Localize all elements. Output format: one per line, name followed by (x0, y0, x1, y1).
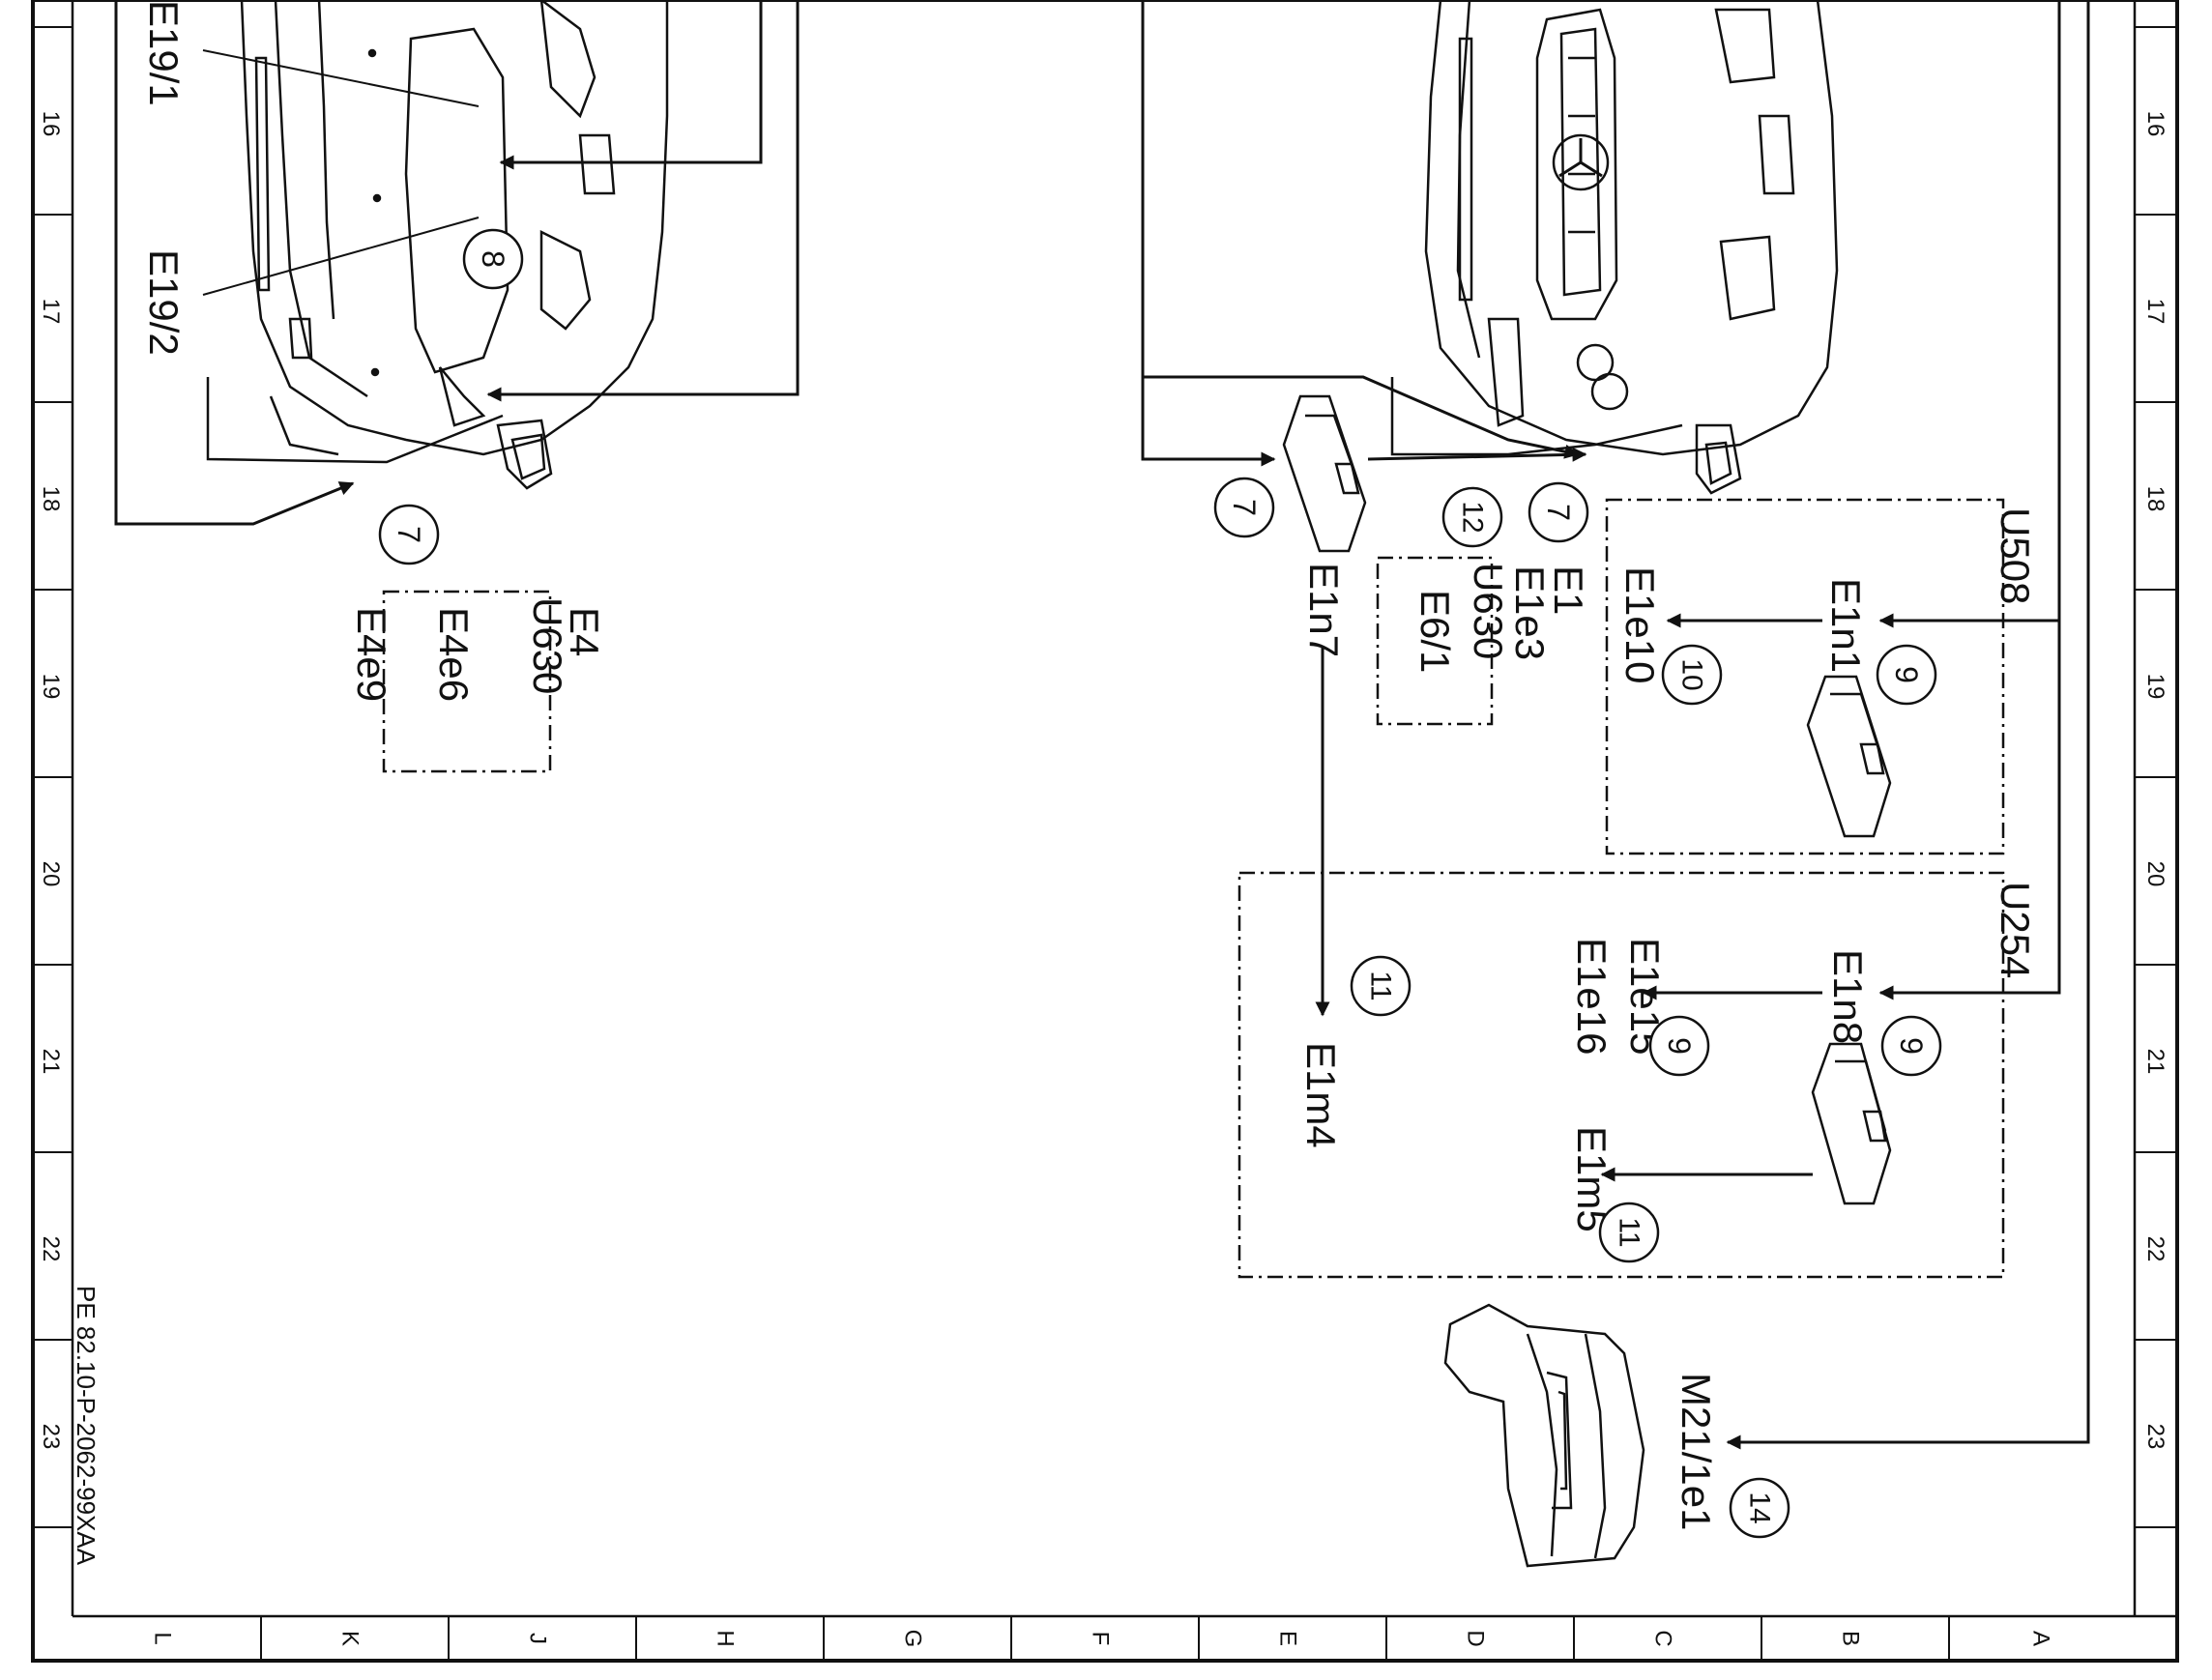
grid-number-left: 22 (38, 1236, 64, 1262)
grid-letter: L (150, 1632, 176, 1644)
label-e4e6: E4e6 (431, 607, 477, 702)
callout-10: 10 (1661, 644, 1723, 706)
callout-11-a: 11 (1350, 955, 1412, 1017)
grid-letter: D (1463, 1630, 1489, 1646)
grid-number-right: 20 (2142, 861, 2168, 887)
svg-text:8: 8 (476, 250, 510, 268)
grid-letter: H (713, 1630, 739, 1646)
grid-number-right: 22 (2142, 1236, 2168, 1262)
callout-9-b: 9 (1880, 1015, 1942, 1077)
vehicle-front-drawing (1390, 0, 1839, 495)
grid-letter: F (1088, 1632, 1114, 1646)
svg-text:9: 9 (1894, 1037, 1929, 1055)
callout-9-a: 9 (1876, 644, 1937, 706)
u630-box-right (1376, 556, 1494, 726)
label-e1e10: E1e10 (1617, 566, 1663, 683)
left-view-labels: E19/1 E19/2 8 7 E4 U630 E4e6 E4e9 (141, 0, 607, 773)
svg-text:10: 10 (1676, 658, 1708, 690)
callout-7-b: 7 (1528, 481, 1589, 543)
grid-letter: G (900, 1630, 926, 1648)
label-m21-1e1: M21/1e1 (1674, 1373, 1719, 1530)
label-u630-left: U630 (525, 597, 570, 694)
grid-number-left: 17 (38, 299, 64, 325)
svg-text:14: 14 (1744, 1492, 1776, 1523)
right-view-wiring (1141, 0, 2090, 1450)
callout-7-a: 7 (1213, 477, 1275, 538)
callout-9-c: 9 (1648, 1015, 1710, 1077)
grid-letter: K (337, 1631, 364, 1646)
grid-number-right: 17 (2142, 299, 2168, 325)
label-e1e3: E1e3 (1507, 565, 1553, 660)
svg-text:9: 9 (1889, 666, 1924, 683)
grid-number-right: 18 (2142, 486, 2168, 512)
label-u254: U254 (1993, 882, 2038, 978)
svg-text:7: 7 (392, 526, 426, 543)
label-e1n1: E1n1 (1823, 578, 1869, 673)
grid-letter: C (1650, 1630, 1676, 1646)
label-u508: U508 (1993, 507, 2038, 604)
label-e1e16: E1e16 (1569, 938, 1615, 1055)
connector-e1n1 (1806, 675, 1892, 838)
label-u630-right: U630 (1466, 563, 1511, 659)
grid-number-left: 23 (38, 1424, 64, 1450)
seat-heater-m21-1e1 (1443, 1303, 1645, 1568)
callout-14: 14 (1729, 1477, 1790, 1539)
label-e4: E4 (562, 607, 607, 656)
callout-11-b: 11 (1598, 1202, 1660, 1263)
u630-box-left (382, 590, 552, 773)
grid-number-left: 18 (38, 486, 64, 512)
grid-letter: A (2028, 1631, 2054, 1646)
svg-text:7: 7 (1541, 504, 1576, 521)
grid-number-left: 20 (38, 861, 64, 887)
grid-letter: E (1275, 1631, 1301, 1646)
label-e19-1: E19/1 (141, 0, 187, 106)
label-e1m4: E1m4 (1298, 1042, 1344, 1148)
grid-number-left: 19 (38, 674, 64, 700)
svg-text:11: 11 (1614, 1217, 1645, 1247)
grid-number-right: 23 (2142, 1424, 2168, 1450)
svg-text:12: 12 (1457, 501, 1489, 533)
label-e19-2: E19/2 (141, 249, 187, 356)
grid-number-left: 16 (38, 111, 64, 137)
svg-text:11: 11 (1365, 970, 1397, 1000)
label-e6-1: E6/1 (1412, 590, 1458, 673)
svg-text:7: 7 (1227, 499, 1262, 516)
grid-letter: J (525, 1633, 551, 1644)
grid-number-right: 19 (2142, 674, 2168, 700)
left-view-wiring (114, 0, 800, 526)
u508-box (1605, 498, 2005, 855)
label-e1n7: E1n7 (1301, 563, 1347, 657)
grid-number-left: 21 (38, 1049, 64, 1075)
vehicle-rear-drawing (206, 0, 669, 490)
callout-12: 12 (1441, 486, 1503, 548)
connector-e1n8 (1811, 1042, 1892, 1205)
drawing-frame: 16 17 18 19 20 21 22 23 16 17 18 19 20 2… (31, 0, 2179, 1663)
document-code: PE 82.10-P-2062-99XAA (72, 1286, 101, 1566)
label-e1: E1 (1546, 565, 1591, 615)
grid-letter: B (1838, 1631, 1864, 1646)
callout-7: 7 (378, 504, 440, 565)
u254-box (1237, 871, 2005, 1279)
label-e4e9: E4e9 (349, 607, 394, 702)
grid-number-right: 21 (2142, 1049, 2168, 1075)
label-e1n8: E1n8 (1825, 949, 1871, 1044)
svg-text:9: 9 (1662, 1037, 1697, 1055)
callout-8: 8 (462, 228, 524, 290)
grid-number-right: 16 (2142, 111, 2168, 137)
right-view-labels: 7 12 7 E1n7 E1 E1e3 U630 E6/1 E1m4 U508 … (1213, 477, 2038, 1539)
connector-e1n7 (1282, 394, 1367, 553)
